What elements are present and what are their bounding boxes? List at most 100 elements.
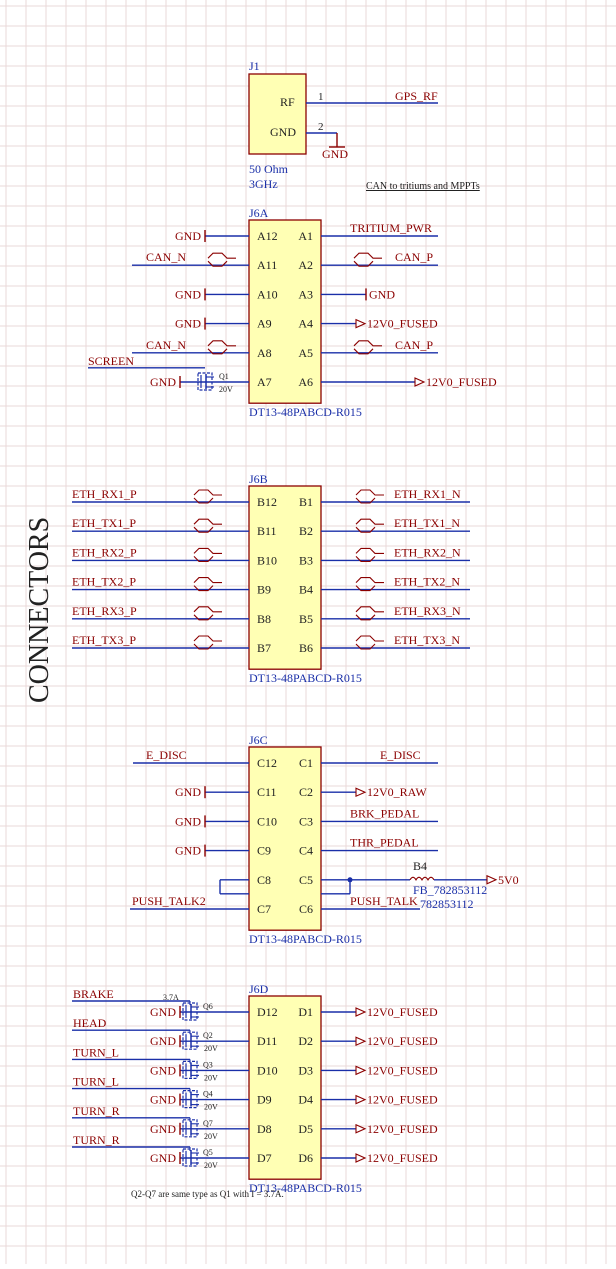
pin-name: RF — [280, 95, 295, 109]
pin-name-left: C8 — [257, 873, 271, 887]
pin-name-right: C3 — [299, 814, 313, 828]
pin-name-left: A10 — [257, 287, 278, 301]
pin-name-right: C4 — [299, 844, 313, 858]
pin-name-left: C9 — [257, 844, 271, 858]
net-label-12v0_fused: 12V0_FUSED — [367, 1034, 438, 1048]
net-label-gnd: GND — [369, 287, 395, 301]
pin-name-right: A1 — [298, 229, 313, 243]
power-port-arrow — [486, 874, 498, 885]
designator-j6d: J6D — [249, 982, 269, 996]
component-body — [248, 73, 307, 155]
net-label-can_n: CAN_N — [146, 338, 186, 352]
pin-name-right: D3 — [298, 1063, 313, 1077]
designator-b4: B4 — [413, 859, 427, 873]
pin-name-left: A8 — [257, 346, 272, 360]
net-label-gps-rf: GPS_RF — [395, 89, 438, 103]
net-label-gnd: GND — [150, 1151, 176, 1165]
net-label-12v0_fused: 12V0_FUSED — [367, 1122, 438, 1136]
net-label-gnd: GND — [175, 785, 201, 799]
mosfet-designator: Q3 — [203, 1060, 213, 1069]
mosfet-rating: 20V — [204, 1161, 218, 1170]
diff-pair-directive — [193, 577, 222, 592]
mosfet-designator: Q1 — [219, 372, 229, 381]
net-label-12v0_raw: 12V0_RAW — [367, 785, 427, 799]
part-number: DT13-48PABCD-R015 — [249, 932, 362, 946]
pin-name-right: B1 — [299, 495, 313, 509]
diff-pair-directive — [355, 547, 384, 562]
pin-name-right: A4 — [298, 317, 313, 331]
component-body — [248, 219, 322, 404]
pin-number: 1 — [318, 91, 324, 103]
net-label-eth_rx3_n: ETH_RX3_N — [394, 604, 461, 618]
pin-name-right: B4 — [299, 583, 313, 597]
pin-name-left: C10 — [257, 814, 277, 828]
pin-name-left: B11 — [257, 524, 277, 538]
comment-frequency: 3GHz — [249, 177, 278, 191]
net-label-head: HEAD — [73, 1016, 107, 1030]
diff-pair-directive — [353, 252, 382, 267]
pin-name-right: D1 — [298, 1005, 313, 1019]
pin-name-right: C2 — [299, 785, 313, 799]
mosfet-rating: 20V — [204, 1073, 218, 1082]
net-label-push_talk: PUSH_TALK — [350, 894, 418, 908]
pin-name-left: D7 — [257, 1151, 272, 1165]
net-label-turn-l: TURN_L — [73, 1075, 119, 1089]
section-title: CONNECTORS — [24, 517, 55, 703]
net-label-12v0_fused: 12V0_FUSED — [426, 375, 497, 389]
diff-pair-directive — [207, 252, 236, 267]
pin-name-right: C6 — [299, 902, 313, 916]
pin-name-left: A12 — [257, 229, 278, 243]
designator-j6a: J6A — [249, 206, 269, 220]
pin-name-left: D8 — [257, 1122, 272, 1136]
net-label-e_disc: E_DISC — [380, 748, 421, 762]
net-label-gnd: GND — [322, 147, 348, 161]
pin-name-left: C11 — [257, 785, 277, 799]
pin-name-left: D9 — [257, 1093, 272, 1107]
net-label-gnd: GND — [150, 1005, 176, 1019]
pin-name-right: A2 — [298, 258, 313, 272]
pin-name-right: A3 — [298, 287, 313, 301]
power-port-arrow — [414, 377, 426, 387]
pin-name-right: D4 — [298, 1093, 313, 1107]
mosfet-rating: 20V — [204, 1103, 218, 1112]
note-mosfets: Q2-Q7 are same type as Q1 with I = 3.7A. — [131, 1189, 284, 1199]
diff-pair-directive — [207, 340, 236, 355]
pin-name-right: C5 — [299, 873, 313, 887]
net-label-e_disc: E_DISC — [146, 748, 187, 762]
diff-pair-directive — [355, 606, 384, 621]
net-label-eth_tx3_p: ETH_TX3_P — [72, 633, 136, 647]
net-label-gnd: GND — [150, 1034, 176, 1048]
net-label-gnd: GND — [150, 1122, 176, 1136]
pin-name-right: D6 — [298, 1151, 313, 1165]
pin-name-left: B9 — [257, 583, 271, 597]
net-label-push_talk2: PUSH_TALK2 — [132, 894, 206, 908]
pin-name-right: D2 — [298, 1034, 313, 1048]
diff-pair-directive — [355, 489, 384, 504]
mosfet-designator: Q5 — [203, 1148, 213, 1157]
net-label-tritium_pwr: TRITIUM_PWR — [350, 221, 432, 235]
net-label-turn-l: TURN_L — [73, 1045, 119, 1059]
component-body — [248, 485, 322, 670]
net-label-gnd: GND — [175, 287, 201, 301]
power-port-arrow — [355, 1094, 367, 1105]
pin-name-right: B5 — [299, 612, 313, 626]
mosfet-designator: Q2 — [203, 1031, 213, 1040]
diff-pair-directive — [353, 340, 382, 355]
net-label-gnd: GND — [175, 317, 201, 331]
diff-pair-directive — [355, 635, 384, 650]
net-label-eth_rx1_n: ETH_RX1_N — [394, 487, 461, 501]
net-label-12v0_fused: 12V0_FUSED — [367, 317, 438, 331]
net-label-turn-r: TURN_R — [73, 1104, 120, 1118]
diff-pair-directive — [193, 606, 222, 621]
net-label-5v0: 5V0 — [498, 873, 519, 887]
net-label-turn-r: TURN_R — [73, 1133, 120, 1147]
pin-name-left: A7 — [257, 375, 272, 389]
net-label-brake: BRAKE — [73, 987, 114, 1001]
net-label-gnd: GND — [150, 375, 176, 389]
ferrite-bead-icon — [409, 876, 435, 881]
mosfet-designator: Q7 — [203, 1119, 213, 1128]
diff-pair-directive — [193, 635, 222, 650]
pin-name-right: C1 — [299, 756, 313, 770]
